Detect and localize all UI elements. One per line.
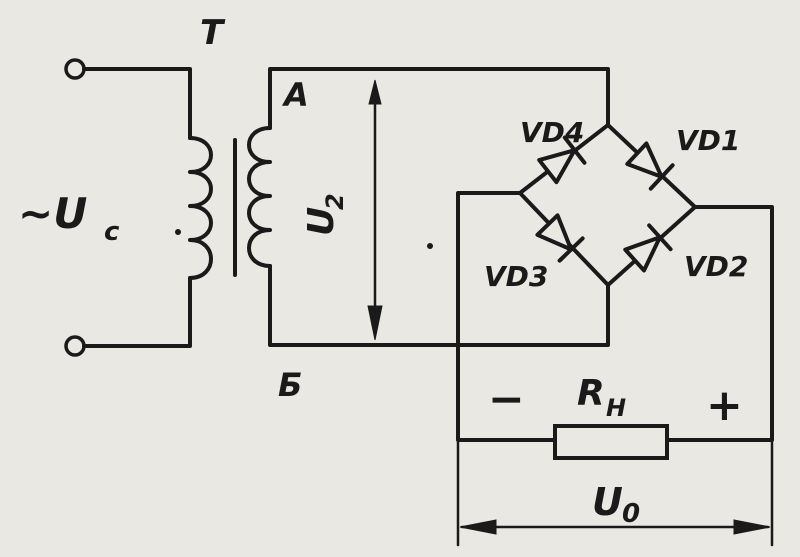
diode-vd3 xyxy=(535,213,585,263)
primary-wire-top xyxy=(82,67,192,140)
label-minus: − xyxy=(488,374,525,425)
primary-wire-bottom xyxy=(82,276,192,348)
u0-arrowhead-right xyxy=(733,519,771,535)
primary-winding xyxy=(188,136,213,280)
label-node-b: Б xyxy=(278,366,302,404)
secondary-winding xyxy=(247,126,272,268)
label-secondary-voltage-sub: 2 xyxy=(321,193,349,210)
label-load-sub: H xyxy=(606,394,626,422)
u2-arrowhead-bottom xyxy=(367,305,383,341)
u0-arrowhead-left xyxy=(459,519,497,535)
label-secondary-voltage-group: U 2 xyxy=(301,193,349,236)
label-vd3: VD3 xyxy=(484,260,548,293)
diode-vd4 xyxy=(537,135,587,185)
diode-vd2 xyxy=(623,223,673,273)
output-wire-positive xyxy=(665,205,774,442)
label-transformer: T xyxy=(200,13,226,53)
label-input-voltage-sub: c xyxy=(104,217,120,247)
label-vd2: VD2 xyxy=(684,250,748,283)
label-output-voltage-sub: 0 xyxy=(622,499,640,529)
secondary-wire-top xyxy=(268,67,610,130)
secondary-dot xyxy=(427,243,433,249)
label-vd4: VD4 xyxy=(520,116,584,149)
label-input-voltage: ~U xyxy=(18,189,87,238)
load-resistor xyxy=(553,424,669,460)
label-node-a: A xyxy=(281,76,309,114)
label-load: R xyxy=(577,373,605,414)
primary-dot xyxy=(175,229,181,235)
input-terminal-bottom xyxy=(64,335,86,357)
label-plus: + xyxy=(706,380,743,431)
output-wire-negative xyxy=(456,191,557,442)
u2-arrowhead-top xyxy=(368,79,382,105)
input-terminal-top xyxy=(64,58,86,80)
label-secondary-voltage: U xyxy=(301,207,342,236)
diode-vd1 xyxy=(625,141,675,191)
label-output-voltage: U xyxy=(592,480,623,524)
secondary-wire-bottom xyxy=(268,264,610,347)
label-vd1: VD1 xyxy=(676,124,740,157)
